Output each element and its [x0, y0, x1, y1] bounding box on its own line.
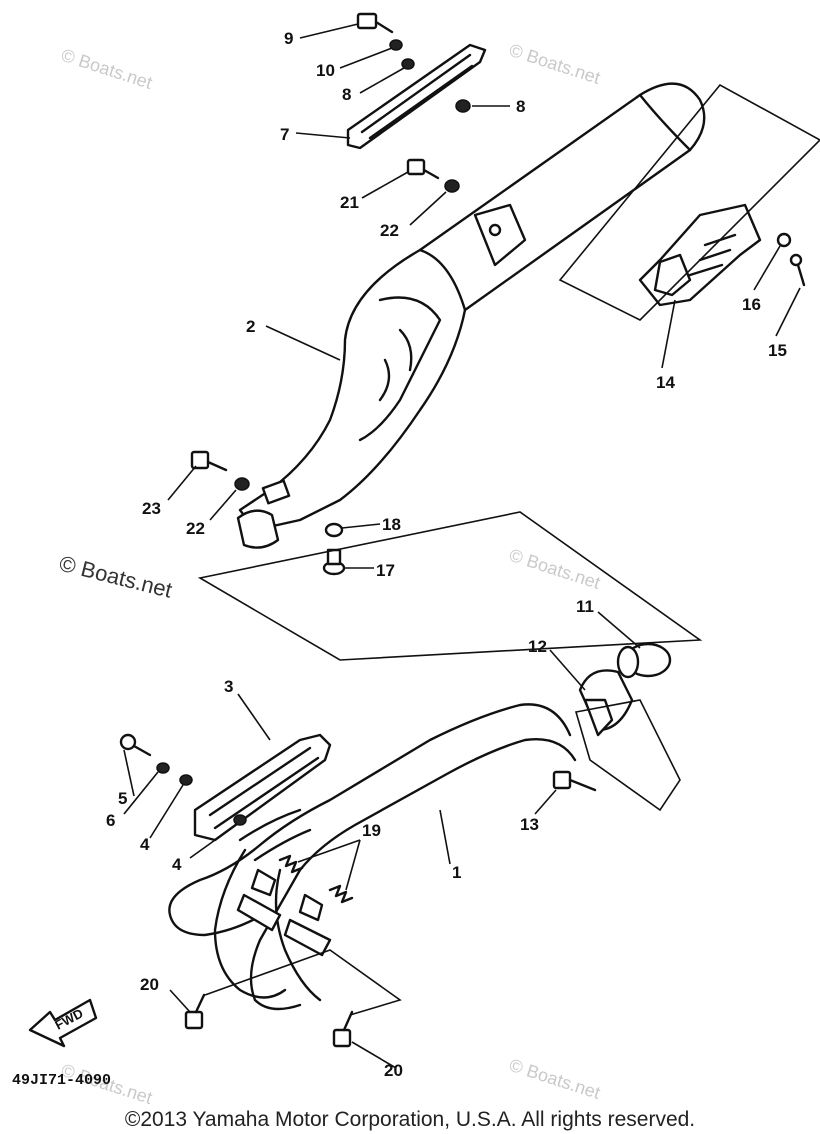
fwd-arrow-icon: FWD: [28, 998, 98, 1048]
washer-part-10: [389, 39, 403, 51]
collar-part-17: [322, 548, 346, 576]
callout-14: 14: [656, 373, 675, 392]
assembly-bracket-13: [574, 699, 681, 812]
collar-part-8b: [455, 99, 471, 113]
bolt-part-9: [356, 12, 394, 34]
callout-6: 6: [106, 811, 115, 830]
callout-10: 10: [316, 61, 335, 80]
callout-9: 9: [284, 29, 293, 48]
copyright-text: ©2013 Yamaha Motor Corporation, U.S.A. A…: [124, 1108, 696, 1131]
diagram-code: 49JI71-4090: [12, 1072, 112, 1089]
collar-part-8a: [401, 58, 415, 70]
exhaust-pipe-part-1: [168, 703, 577, 1011]
callout-22a: 22: [380, 221, 399, 240]
callout-16: 16: [742, 295, 761, 314]
callout-17: 17: [376, 561, 395, 580]
washer-part-6: [156, 762, 170, 774]
joint-part-12: [578, 669, 634, 737]
leader-lines: [123, 23, 801, 1069]
watermark-top-left: © Boats.net: [59, 45, 155, 93]
muffler-part-2: [236, 82, 706, 549]
bolt-part-13: [552, 770, 597, 792]
gasket-part-11: [616, 642, 672, 679]
bolt-part-23: [190, 450, 228, 472]
assembly-bracket-mid: [197, 511, 703, 661]
callout-20b: 20: [384, 1061, 403, 1080]
callout-21: 21: [340, 193, 359, 212]
watermark-center-left: © Boats.net: [57, 551, 175, 603]
callout-5: 5: [118, 789, 127, 808]
collar-part-4a: [179, 774, 193, 786]
callout-13: 13: [520, 815, 539, 834]
washer-part-22a: [444, 179, 460, 193]
callout-4b: 4: [172, 855, 182, 874]
callout-22b: 22: [186, 519, 205, 538]
callout-4a: 4: [140, 835, 150, 854]
heat-protector-part-7: [346, 43, 487, 150]
callout-15: 15: [768, 341, 787, 360]
bolt-part-20a: [184, 993, 206, 1030]
callout-12: 12: [528, 637, 547, 656]
silencer-insert-part-14: [638, 203, 762, 307]
callout-11: 11: [576, 597, 594, 616]
callout-7: 7: [280, 125, 289, 144]
gasket-part-16: [776, 232, 792, 248]
callout-19: 19: [362, 821, 381, 840]
watermark-top-right: © Boats.net: [507, 40, 603, 88]
washer-part-22b: [234, 477, 250, 491]
watermark-mid-right: © Boats.net: [507, 545, 603, 593]
callout-8b: 8: [516, 97, 525, 116]
assembly-bracket-14: [558, 83, 820, 321]
bolt-part-20b: [332, 1010, 354, 1048]
screw-part-15: [789, 253, 806, 287]
screw-part-5: [119, 733, 152, 757]
callout-8a: 8: [342, 85, 351, 104]
spring-part-19b: [328, 884, 354, 904]
collar-part-4b: [233, 814, 247, 826]
bolt-part-21: [406, 158, 440, 180]
callout-3: 3: [224, 677, 233, 696]
callout-18: 18: [382, 515, 401, 534]
protector-part-3: [193, 733, 332, 842]
assembly-bracket-20: [204, 949, 402, 1016]
spring-part-19a: [278, 854, 304, 874]
callout-2: 2: [246, 317, 255, 336]
callout-20a: 20: [140, 975, 159, 994]
callout-1: 1: [452, 863, 461, 882]
damper-part-18: [324, 522, 344, 538]
callout-23: 23: [142, 499, 161, 518]
watermark-bottom-right: © Boats.net: [507, 1055, 603, 1103]
